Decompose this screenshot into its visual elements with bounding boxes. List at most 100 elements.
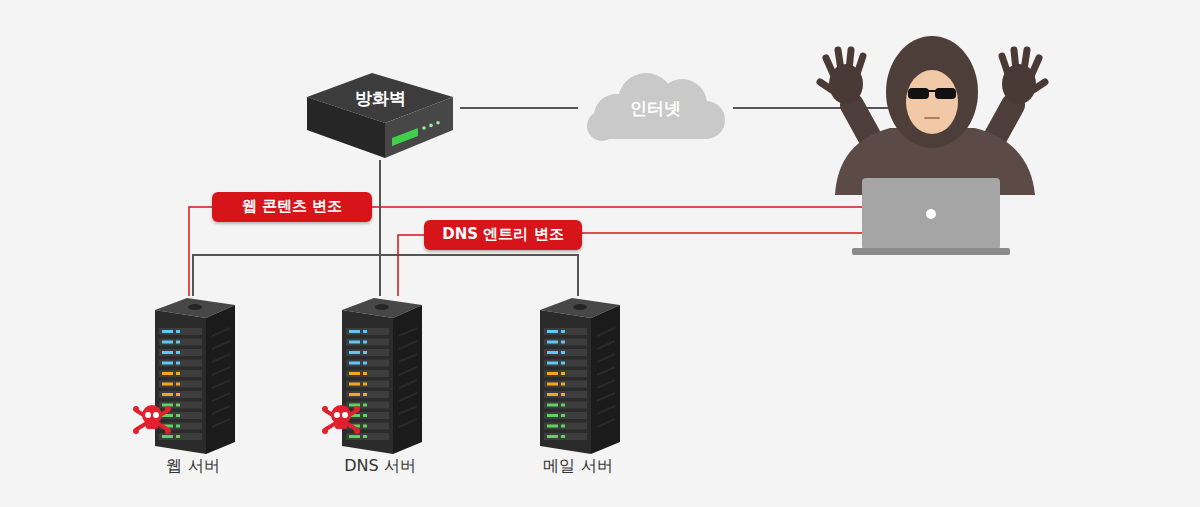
rack-unit (159, 339, 202, 346)
connector-line (189, 207, 212, 296)
skull-symbol (354, 406, 360, 412)
side-vent (597, 380, 615, 388)
skull-symbol (165, 406, 171, 412)
skull-symbol (335, 421, 347, 429)
node-text: 인터넷 (578, 97, 733, 120)
hacker-figure (838, 50, 841, 70)
side-vent (212, 354, 230, 362)
rack-unit (159, 328, 202, 335)
attack-label: DNS 엔트리 변조 (424, 220, 582, 250)
rack-led (561, 341, 565, 344)
rack-unit (544, 412, 587, 419)
skull-symbol (165, 428, 171, 434)
rack-led (176, 341, 180, 344)
rack-led (547, 383, 558, 386)
laptop-icon (862, 178, 1000, 250)
server-shape (525, 296, 631, 456)
server-side (393, 305, 422, 454)
side-vent (212, 393, 230, 401)
node-text: 웹 서버 (140, 456, 246, 477)
rack-led (162, 351, 173, 354)
attack-wire (582, 232, 862, 234)
status-led (436, 121, 440, 125)
server-rack: DNS 서버 (327, 296, 433, 480)
rack-led (561, 330, 565, 333)
skull-symbol (133, 405, 171, 434)
node-text: DNS 서버 (327, 456, 433, 477)
rack-unit (346, 328, 389, 335)
skull-symbol (133, 428, 139, 434)
rack-led (561, 414, 565, 417)
rack-led (162, 435, 173, 438)
side-vent (212, 341, 230, 349)
rack-led (349, 362, 360, 365)
rack-led (349, 383, 360, 386)
firewall-box: 방화벽 (300, 70, 460, 160)
hacker-figure (1024, 50, 1027, 70)
rack-led (162, 362, 173, 365)
rack-led (162, 330, 173, 333)
rack-unit (544, 360, 587, 367)
rack-unit (346, 381, 389, 388)
skull-symbol (145, 412, 151, 418)
status-led (422, 126, 426, 130)
side-vent (399, 354, 417, 362)
side-vent (597, 341, 615, 349)
side-vent (399, 341, 417, 349)
hacker-figure (849, 50, 851, 70)
connector-line (460, 107, 578, 109)
rack-unit (159, 433, 202, 440)
rack-led (162, 393, 173, 396)
side-vent (212, 328, 230, 336)
side-vent (399, 328, 417, 336)
hacker-figure (1002, 56, 1008, 74)
rack-unit (346, 433, 389, 440)
hacker-figure (928, 90, 936, 92)
rack-led (561, 435, 565, 438)
rack-led (561, 372, 565, 375)
rack-led (547, 341, 558, 344)
rack-unit (346, 360, 389, 367)
rack-led (561, 393, 565, 396)
status-panel (392, 128, 418, 146)
attack-label: 웹 콘텐츠 변조 (212, 192, 372, 222)
side-vent (212, 367, 230, 375)
rack-led (547, 351, 558, 354)
rack-led (547, 372, 558, 375)
laptop-icon (852, 178, 1010, 255)
rack-unit (346, 391, 389, 398)
rack-led (176, 372, 180, 375)
server-front (342, 310, 393, 454)
node-text: DNS 엔트리 변조 (424, 225, 582, 244)
rack-led (349, 372, 360, 375)
rack-unit (346, 339, 389, 346)
rack-led (176, 351, 180, 354)
rack-unit (346, 370, 389, 377)
hacker-figure (935, 88, 956, 99)
rack-unit (544, 328, 587, 335)
side-vent (597, 393, 615, 401)
rack-unit (544, 423, 587, 430)
side-vent (212, 406, 230, 414)
rack-led (363, 372, 367, 375)
rack-led (363, 341, 367, 344)
rack-led (547, 414, 558, 417)
hacker-figure (908, 88, 929, 99)
hacker-figure (826, 58, 834, 76)
node-text: 메일 서버 (525, 456, 631, 477)
skull-symbol (342, 412, 348, 418)
rack-led (561, 404, 565, 407)
skull-symbol (146, 421, 158, 429)
rack-led (547, 404, 558, 407)
connector-line (193, 160, 380, 296)
server-vent (188, 304, 202, 310)
rack-led (547, 362, 558, 365)
server-vent (573, 304, 587, 310)
rack-led (176, 404, 180, 407)
rack-led (561, 425, 565, 428)
side-vent (212, 380, 230, 388)
side-vent (597, 419, 615, 427)
rack-led (349, 404, 360, 407)
